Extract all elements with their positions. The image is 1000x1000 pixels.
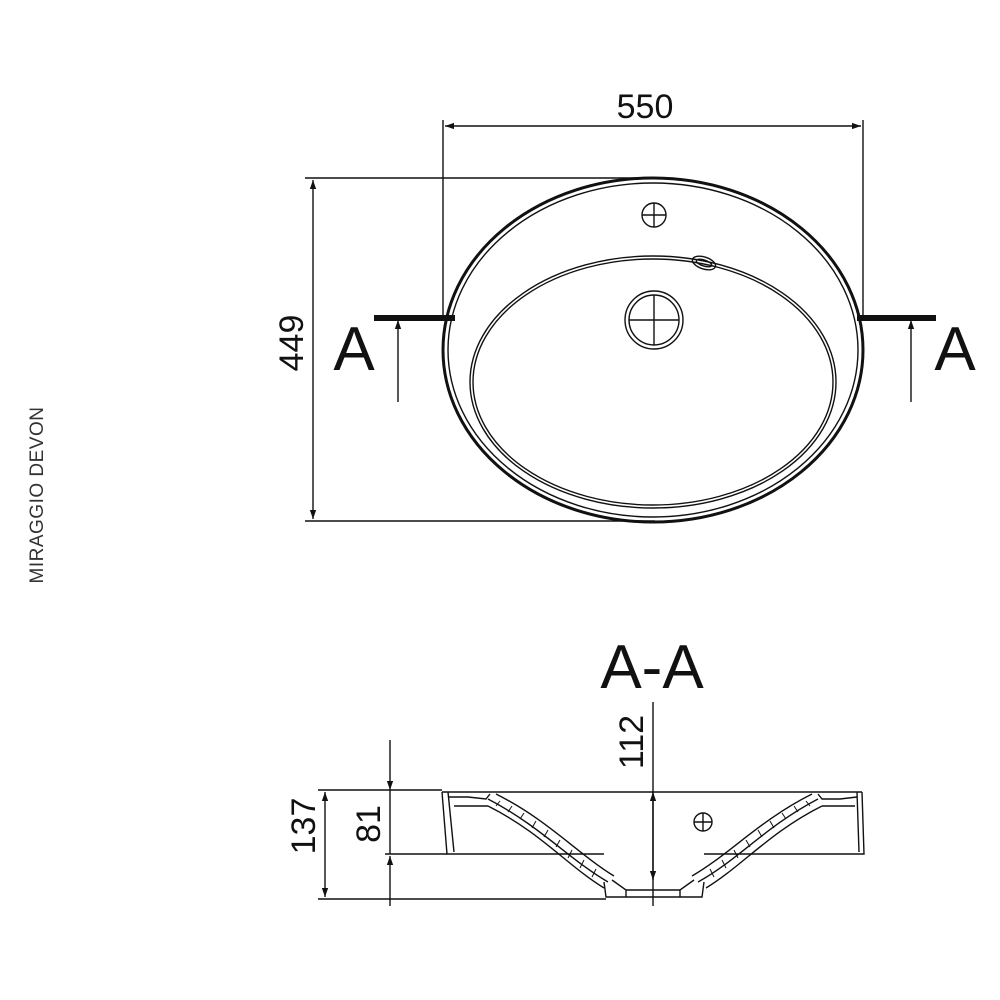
basin-outer-rim bbox=[441, 176, 865, 524]
center-height-label: 112 bbox=[613, 715, 651, 769]
section-view: A-A bbox=[285, 633, 865, 906]
hatching-right bbox=[709, 800, 811, 878]
basin-bowl bbox=[469, 255, 837, 509]
section-letter-left: A bbox=[333, 315, 375, 384]
hatching-left bbox=[495, 800, 597, 878]
product-label: MIRAGGIO DEVON bbox=[27, 407, 48, 584]
width-dim-label: 550 bbox=[617, 88, 674, 126]
basin-bowl-edge bbox=[472, 258, 834, 506]
width-dimension: 550 bbox=[442, 88, 864, 315]
bowl-depth-label: 81 bbox=[350, 805, 388, 843]
faucet-hole-section-icon bbox=[693, 812, 713, 832]
bowl-depth-dimension: 81 bbox=[350, 740, 447, 906]
section-letter-right: A bbox=[934, 315, 976, 384]
total-height-label: 137 bbox=[285, 798, 323, 855]
section-mark-right: A bbox=[857, 315, 976, 402]
section-title: A-A bbox=[600, 633, 704, 702]
depth-dimension: 449 bbox=[273, 177, 655, 522]
faucet-hole-icon bbox=[641, 202, 667, 228]
drain-hole-icon bbox=[624, 290, 684, 350]
total-height-dimension: 137 bbox=[285, 789, 606, 900]
center-height-dimension: 112 bbox=[613, 702, 657, 906]
top-view: 550 449 A A bbox=[273, 88, 976, 524]
basin-outer-rim-inner-edge bbox=[447, 182, 859, 518]
section-mark-left: A bbox=[333, 315, 455, 402]
depth-dim-label: 449 bbox=[273, 315, 311, 372]
overflow-hole-icon bbox=[691, 255, 717, 271]
